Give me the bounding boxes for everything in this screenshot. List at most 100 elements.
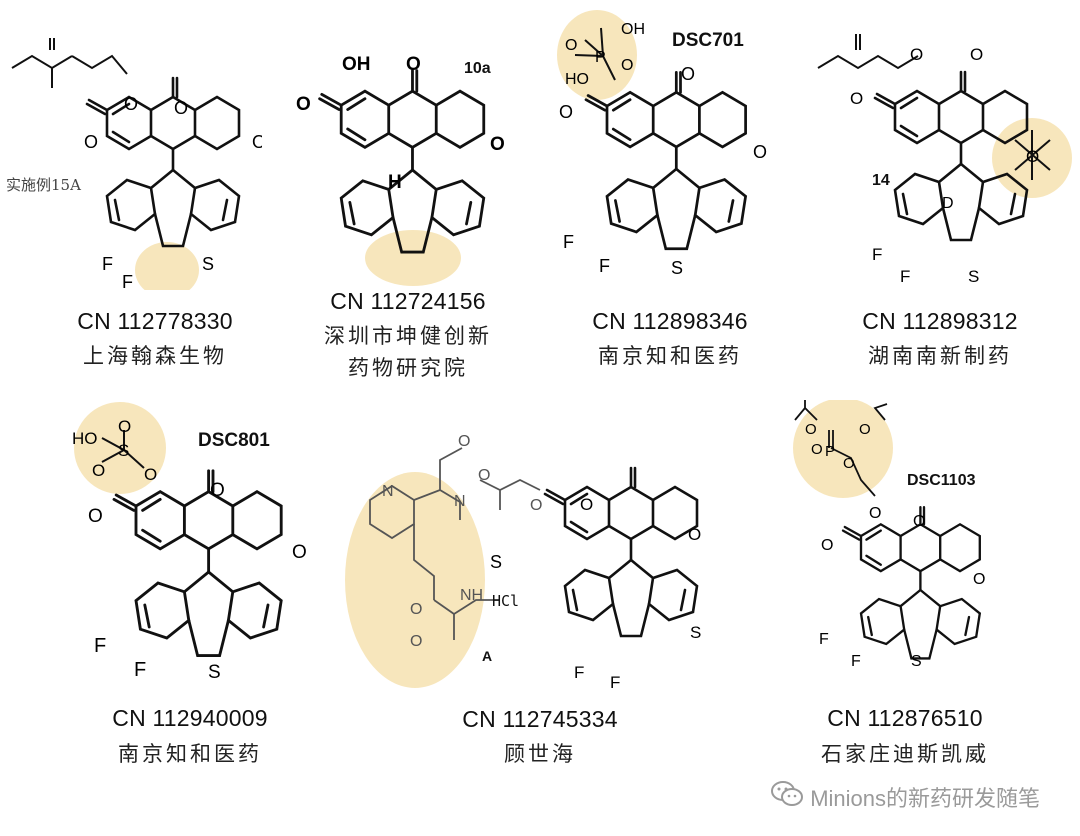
compound-label: 10a (464, 60, 491, 77)
svg-text:O: O (530, 497, 542, 514)
svg-text:F: F (610, 673, 620, 692)
compound-card-4: 14 O O O O D F F S CN 112898312 湖南南新制药 (810, 0, 1075, 380)
svg-text:O: O (410, 601, 422, 618)
svg-text:NH: NH (460, 587, 483, 604)
compound-card-3: DSC701 OH O P HO O O O O F F S CN 112898… (540, 0, 800, 380)
salt-label: HCl (492, 592, 520, 610)
svg-text:O: O (252, 132, 262, 152)
svg-text:O: O (580, 495, 593, 514)
svg-text:O: O (688, 525, 701, 544)
svg-text:O: O (210, 480, 225, 501)
highlight-region (345, 472, 485, 688)
company-name: 上海翰森生物 (83, 344, 227, 368)
svg-text:S: S (208, 662, 221, 683)
patent-number: CN 112940009 (112, 705, 268, 731)
chemical-structure-4: O O O O D F F S (810, 20, 1075, 300)
svg-text:S: S (671, 258, 683, 278)
company-name: 南京知和医药 (598, 344, 742, 368)
company-name: 顾世海 (504, 742, 576, 766)
svg-text:O: O (859, 421, 871, 438)
svg-text:H: H (388, 172, 402, 193)
compound-card-1: 实施例15A O O O O F F S CN 112778330 上海翰森生物 (0, 0, 265, 380)
svg-text:F: F (94, 635, 106, 657)
svg-text:O: O (621, 57, 633, 74)
svg-text:F: F (102, 254, 113, 274)
svg-text:OH: OH (342, 54, 371, 75)
patent-number: CN 112898312 (862, 308, 1018, 334)
svg-text:O: O (843, 455, 855, 472)
svg-text:O: O (811, 441, 823, 458)
svg-text:F: F (599, 256, 610, 276)
svg-text:O: O (850, 89, 863, 108)
compound-label: 14 (872, 172, 890, 189)
svg-text:F: F (574, 663, 584, 682)
company-name-line1: 深圳市坤健创新 (324, 324, 492, 348)
svg-text:S: S (202, 254, 214, 274)
compound-card-7: DSC1103 O O O P O O O O O F F S CN 11287… (775, 400, 1065, 780)
highlight-region (365, 230, 461, 286)
svg-text:O: O (88, 506, 103, 527)
svg-text:O: O (296, 94, 311, 115)
svg-text:O: O (144, 465, 157, 484)
chemical-structure-6: N N O O O O NH O S O O F F S (330, 420, 750, 700)
highlight-region (135, 242, 199, 290)
svg-text:O: O (458, 433, 470, 450)
svg-text:O: O (292, 542, 307, 563)
svg-text:O: O (821, 537, 833, 554)
example-label: 实施例15A (6, 176, 81, 194)
svg-text:S: S (690, 623, 701, 642)
compound-card-2: 10a OH O O O H CN 112724156 深圳市坤健创新 药物研究… (268, 0, 538, 390)
patent-number: CN 112724156 (330, 288, 486, 314)
svg-text:F: F (900, 267, 910, 286)
chemical-structure-2: OH O O O H (278, 40, 528, 290)
svg-text:O: O (565, 37, 577, 54)
compound-card-5: DSC801 HO O S O O O O O F F S CN 1129400… (50, 400, 330, 780)
svg-text:O: O (124, 94, 138, 114)
wechat-icon (770, 780, 804, 814)
patent-number: CN 112778330 (77, 308, 233, 334)
svg-text:P: P (825, 443, 835, 460)
chemical-structure-7: O O O P O O O O O F F S (775, 400, 1055, 700)
svg-text:O: O (559, 102, 573, 122)
watermark: Minions的新药研发随笔 (770, 780, 1040, 814)
company-name: 南京知和医药 (118, 742, 262, 766)
svg-text:O: O (970, 45, 983, 64)
svg-text:F: F (122, 272, 133, 290)
compound-label: DSC1103 (907, 472, 976, 489)
svg-text:O: O (84, 132, 98, 152)
svg-text:O: O (174, 98, 188, 118)
svg-text:HO: HO (72, 429, 98, 448)
svg-text:D: D (942, 195, 954, 212)
svg-text:N: N (454, 493, 466, 510)
svg-text:S: S (118, 441, 129, 460)
highlight-region (793, 400, 893, 498)
chemical-structure-3: OH O P HO O O O O F F S (545, 0, 795, 300)
svg-text:O: O (913, 513, 925, 530)
svg-text:F: F (872, 245, 882, 264)
chemical-structure-1: O O O O F F S (2, 30, 262, 290)
svg-text:S: S (490, 552, 502, 572)
company-name-line2: 药物研究院 (348, 356, 468, 380)
chemical-structure-5: HO O S O O O O O F F S (62, 400, 322, 700)
compound-card-6: N N O O O O NH O S O O F F S HCl A CN 11… (330, 410, 750, 780)
svg-text:O: O (805, 421, 817, 438)
svg-text:S: S (968, 267, 979, 286)
svg-text:F: F (134, 659, 146, 681)
svg-text:OH: OH (621, 21, 645, 38)
svg-text:O: O (753, 142, 767, 162)
compound-label: DSC801 (198, 430, 270, 451)
svg-text:O: O (118, 417, 131, 436)
svg-text:HO: HO (565, 71, 589, 88)
patent-number: CN 112745334 (462, 706, 618, 732)
svg-text:O: O (406, 54, 421, 75)
patent-number: CN 112898346 (592, 308, 748, 334)
svg-text:O: O (869, 505, 881, 522)
svg-text:O: O (1026, 147, 1039, 166)
svg-text:O: O (478, 467, 490, 484)
svg-text:F: F (819, 631, 829, 648)
compound-label: A (482, 648, 493, 664)
watermark-text: Minions的新药研发随笔 (810, 786, 1040, 811)
svg-text:O: O (973, 571, 985, 588)
svg-text:O: O (92, 461, 105, 480)
compound-label: DSC701 (672, 30, 744, 51)
